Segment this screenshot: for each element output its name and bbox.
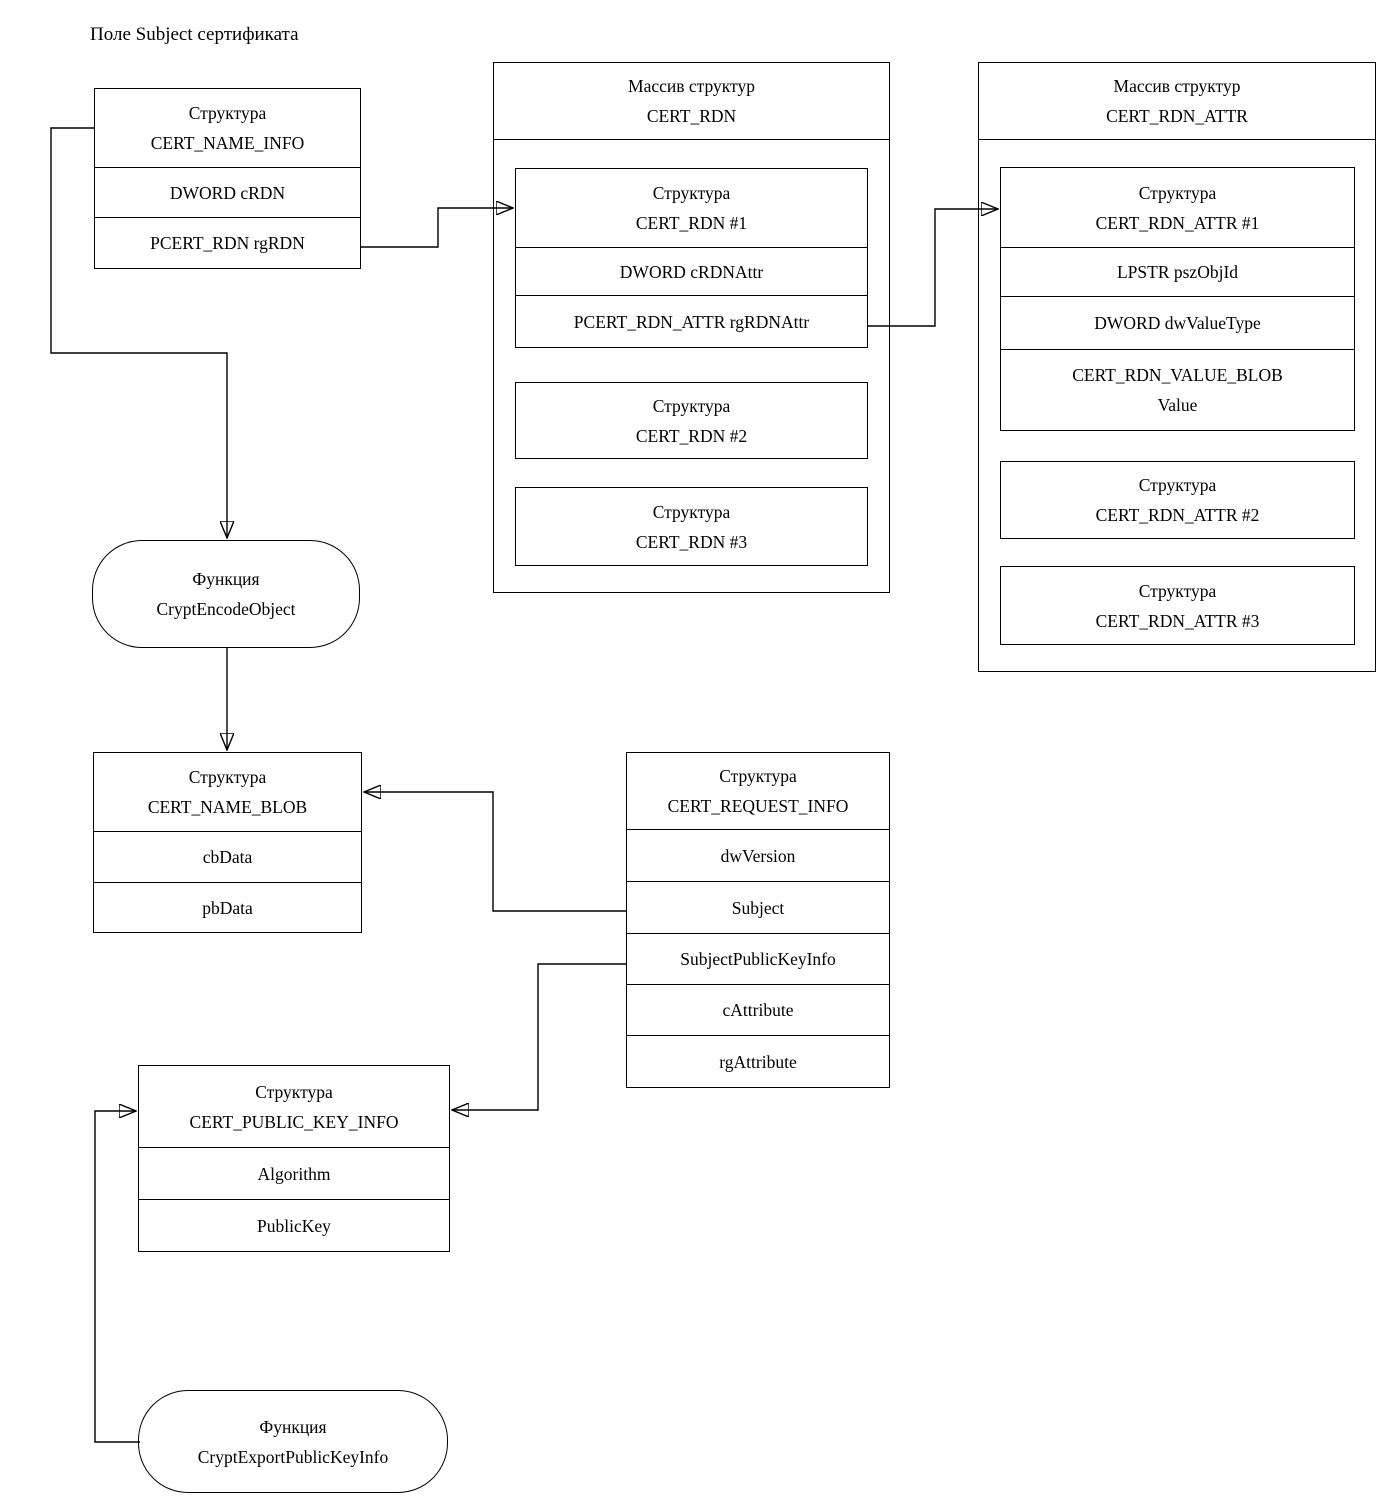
struct-name-label: CERT_RDN_ATTR #3 bbox=[1095, 610, 1260, 631]
array-kind-label: Массив структур bbox=[1113, 76, 1241, 96]
field-dwversion: dwVersion bbox=[627, 829, 889, 881]
func-kind-label: Функция bbox=[192, 569, 260, 589]
cert-name-blob-header: Структура CERT_NAME_BLOB bbox=[94, 753, 361, 831]
array-kind-label: Массив структур bbox=[628, 76, 755, 96]
cert-public-key-info-header: Структура CERT_PUBLIC_KEY_INFO bbox=[139, 1066, 449, 1147]
cert-request-info-header: Структура CERT_REQUEST_INFO bbox=[627, 753, 889, 829]
struct-kind-label: Структура bbox=[255, 1081, 333, 1102]
struct-kind-label: Структура bbox=[652, 183, 731, 203]
field-pbdata: pbData bbox=[94, 882, 361, 932]
field-cbdata: cbData bbox=[94, 831, 361, 882]
cert-rdn-2-header: Структура CERT_RDN #2 bbox=[516, 383, 867, 458]
cert-rdn-attr-array-header: Массив структур CERT_RDN_ATTR bbox=[979, 63, 1375, 140]
cert-rdn-3-header: Структура CERT_RDN #3 bbox=[516, 488, 867, 565]
array-name-label: CERT_RDN bbox=[646, 106, 737, 126]
field-cattribute: cAttribute bbox=[627, 984, 889, 1035]
field-crdn: DWORD cRDN bbox=[95, 167, 360, 217]
struct-name-label: CERT_RDN_ATTR #1 bbox=[1095, 212, 1260, 233]
struct-kind-label: Структура bbox=[652, 501, 731, 522]
field-rgrdn: PCERT_RDN rgRDN bbox=[95, 217, 360, 268]
struct-name-label: CERT_RDN #3 bbox=[635, 531, 748, 552]
field-publickey: PublicKey bbox=[139, 1199, 449, 1251]
struct-kind-label: Структура bbox=[188, 767, 267, 787]
cert-rdn-attr-1-box: Структура CERT_RDN_ATTR #1 LPSTR pszObjI… bbox=[1000, 167, 1355, 431]
func-kind-label: Функция bbox=[259, 1416, 327, 1437]
struct-name-label: CERT_RDN #1 bbox=[635, 213, 748, 233]
struct-kind-label: Структура bbox=[719, 766, 797, 786]
field-subjectpublickeyinfo: SubjectPublicKeyInfo bbox=[627, 933, 889, 984]
field-pszobjid: LPSTR pszObjId bbox=[1001, 247, 1354, 296]
struct-kind-label: Структура bbox=[652, 395, 731, 416]
connector-export-to-publickeyinfo bbox=[94, 1111, 140, 1443]
array-name-label: CERT_RDN_ATTR bbox=[1106, 106, 1248, 126]
struct-name-label: CERT_REQUEST_INFO bbox=[667, 796, 849, 816]
connector-subject-to-nameblob bbox=[364, 792, 626, 912]
cert-rdn-attr-2-box: Структура CERT_RDN_ATTR #2 bbox=[1000, 461, 1355, 539]
struct-name-label: CERT_RDN_ATTR #2 bbox=[1095, 505, 1260, 525]
field-subject: Subject bbox=[627, 881, 889, 933]
field-value-blob-line2: Value bbox=[1157, 395, 1198, 415]
cert-rdn-attr-3-box: Структура CERT_RDN_ATTR #3 bbox=[1000, 566, 1355, 645]
func-name-label: CryptEncodeObject bbox=[156, 599, 296, 619]
cert-rdn-array-header: Массив структур CERT_RDN bbox=[494, 63, 889, 140]
struct-kind-label: Структура bbox=[1138, 475, 1217, 495]
cert-rdn-3-box: Структура CERT_RDN #3 bbox=[515, 487, 868, 566]
struct-name-label: CERT_PUBLIC_KEY_INFO bbox=[189, 1111, 399, 1132]
cert-public-key-info-box: Структура CERT_PUBLIC_KEY_INFO Algorithm… bbox=[138, 1065, 450, 1252]
field-crdnattr: DWORD cRDNAttr bbox=[516, 247, 867, 295]
cert-rdn-2-box: Структура CERT_RDN #2 bbox=[515, 382, 868, 459]
cert-name-blob-box: Структура CERT_NAME_BLOB cbData pbData bbox=[93, 752, 362, 933]
cert-rdn-1-header: Структура CERT_RDN #1 bbox=[516, 169, 867, 247]
field-value-blob: CERT_RDN_VALUE_BLOB Value bbox=[1001, 349, 1354, 430]
connector-rgrdn-to-certrdn1 bbox=[361, 208, 513, 248]
cert-rdn-attr-1-header: Структура CERT_RDN_ATTR #1 bbox=[1001, 168, 1354, 247]
cert-request-info-box: Структура CERT_REQUEST_INFO dwVersion Su… bbox=[626, 752, 890, 1088]
func-crypt-export-public-key-info: Функция CryptExportPublicKeyInfo bbox=[138, 1390, 448, 1493]
page-title: Поле Subject сертификата bbox=[90, 24, 299, 45]
field-value-blob-line1: CERT_RDN_VALUE_BLOB bbox=[1072, 365, 1283, 385]
struct-name-label: CERT_NAME_BLOB bbox=[147, 797, 308, 817]
connector-subjectpublickeyinfo-to-publickeyinfo bbox=[452, 963, 626, 1110]
struct-name-label: CERT_NAME_INFO bbox=[150, 133, 305, 153]
cert-rdn-attr-3-header: Структура CERT_RDN_ATTR #3 bbox=[1001, 567, 1354, 644]
func-name-label: CryptExportPublicKeyInfo bbox=[197, 1446, 389, 1467]
cert-rdn-1-box: Структура CERT_RDN #1 DWORD cRDNAttr PCE… bbox=[515, 168, 868, 348]
field-rgattribute: rgAttribute bbox=[627, 1035, 889, 1087]
func-crypt-encode-object: Функция CryptEncodeObject bbox=[92, 540, 360, 648]
field-algorithm: Algorithm bbox=[139, 1147, 449, 1199]
field-dwvaluetype: DWORD dwValueType bbox=[1001, 296, 1354, 349]
struct-kind-label: Структура bbox=[1138, 580, 1217, 601]
struct-name-label: CERT_RDN #2 bbox=[635, 425, 748, 446]
cert-name-info-header: Структура CERT_NAME_INFO bbox=[95, 89, 360, 167]
cert-rdn-attr-2-header: Структура CERT_RDN_ATTR #2 bbox=[1001, 462, 1354, 538]
cert-name-info-box: Структура CERT_NAME_INFO DWORD cRDN PCER… bbox=[94, 88, 361, 269]
struct-kind-label: Структура bbox=[188, 103, 267, 123]
struct-kind-label: Структура bbox=[1138, 182, 1217, 203]
field-rgrdnattr: PCERT_RDN_ATTR rgRDNAttr bbox=[516, 295, 867, 347]
